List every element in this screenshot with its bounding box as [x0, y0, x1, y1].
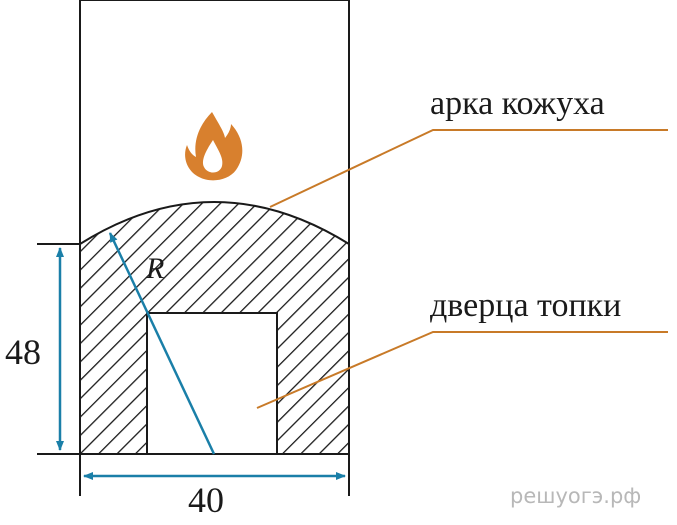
door-leader-line	[256, 331, 668, 409]
firebox-door	[146, 312, 278, 455]
arch-label: арка кожуха	[430, 85, 605, 122]
fire-icon-core	[203, 140, 223, 173]
arch-leader-line	[269, 129, 668, 208]
width-label: 40	[188, 480, 224, 520]
radius-line	[108, 232, 216, 455]
door-label: дверца топки	[430, 287, 621, 324]
watermark: решуогэ.рф	[510, 484, 641, 508]
radius-label: R	[145, 252, 164, 285]
height-label: 48	[5, 332, 41, 372]
